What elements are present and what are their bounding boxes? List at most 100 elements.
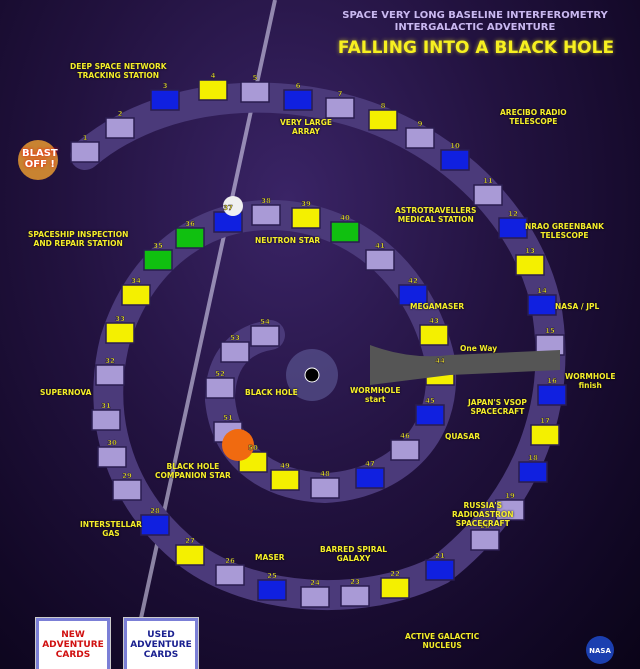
square-number: 44 <box>435 357 445 365</box>
square-number: 19 <box>505 492 515 500</box>
board-square-54[interactable] <box>250 325 280 347</box>
board-square-34[interactable] <box>121 284 151 306</box>
label-neutron-star: NEUTRON STAR <box>255 236 321 245</box>
square-number: 29 <box>122 472 132 480</box>
label-wormhole-finish: WORMHOLE finish <box>565 372 616 390</box>
square-number: 37 <box>223 204 233 212</box>
label-nrao-greenbank: NRAO GREENBANK TELESCOPE <box>525 222 604 240</box>
square-number: 9 <box>418 120 423 128</box>
board-square-28[interactable] <box>140 514 170 536</box>
square-number: 10 <box>450 142 460 150</box>
label-agn: ACTIVE GALACTIC NUCLEUS <box>405 632 480 650</box>
board-square-49[interactable] <box>270 469 300 491</box>
square-number: 18 <box>528 454 538 462</box>
explosion-icon <box>18 140 58 180</box>
square-number: 27 <box>185 537 195 545</box>
board-square-42[interactable] <box>398 284 428 306</box>
board-square-26[interactable] <box>215 564 245 586</box>
board-square-22[interactable] <box>380 577 410 599</box>
board-square-27[interactable] <box>175 544 205 566</box>
board-square-52[interactable] <box>205 377 235 399</box>
board-square-35[interactable] <box>143 249 173 271</box>
board-square-8[interactable] <box>368 109 398 131</box>
label-arecibo: ARECIBO RADIO TELESCOPE <box>500 108 567 126</box>
board-square-39[interactable] <box>291 207 321 229</box>
board-square-21[interactable] <box>425 559 455 581</box>
board-square-2[interactable] <box>105 117 135 139</box>
neutron-star-icon <box>223 196 243 216</box>
new-adventure-cards-button[interactable]: NEW ADVENTURE CARDS <box>35 617 111 669</box>
board-square-23[interactable] <box>340 585 370 607</box>
square-number: 35 <box>153 242 163 250</box>
board-square-36[interactable] <box>175 227 205 249</box>
label-one-way: One Way <box>460 344 498 353</box>
square-number: 26 <box>225 557 235 565</box>
board-square-12[interactable] <box>498 217 528 239</box>
board-square-10[interactable] <box>440 149 470 171</box>
square-number: 54 <box>260 318 270 326</box>
label-spaceship-repair: SPACESHIP INSPECTION AND REPAIR STATION <box>28 230 129 248</box>
board-square-4[interactable] <box>198 79 228 101</box>
used-adventure-cards-button[interactable]: USED ADVENTURE CARDS <box>123 617 199 669</box>
board-square-24[interactable] <box>300 586 330 608</box>
board-square-9[interactable] <box>405 127 435 149</box>
label-companion-star: BLACK HOLE COMPANION STAR <box>155 462 231 480</box>
label-interstellar-gas: INTERSTELLAR GAS <box>80 520 142 538</box>
square-number: 53 <box>230 334 240 342</box>
board-square-19[interactable] <box>495 499 525 521</box>
board-square-1[interactable] <box>70 141 100 163</box>
black-hole-galaxy-icon <box>286 349 338 401</box>
board-square-5[interactable] <box>240 81 270 103</box>
board-square-43[interactable] <box>419 324 449 346</box>
board-square-29[interactable] <box>112 479 142 501</box>
square-number: 47 <box>365 460 375 468</box>
label-barred-spiral: BARRED SPIRAL GALAXY <box>320 545 388 563</box>
square-number: 20 <box>480 522 490 530</box>
square-number: 6 <box>296 82 301 90</box>
square-number: 24 <box>310 579 320 587</box>
board-square-20[interactable] <box>470 529 500 551</box>
square-number: 42 <box>408 277 418 285</box>
square-number: 17 <box>540 417 550 425</box>
board-square-48[interactable] <box>310 477 340 499</box>
board-square-37[interactable] <box>213 211 243 233</box>
board-square-46[interactable] <box>390 439 420 461</box>
label-megamaser: MEGAMASER <box>410 302 465 311</box>
square-number: 30 <box>107 439 117 447</box>
start-label: BLAST OFF ! <box>22 148 58 170</box>
board-square-18[interactable] <box>518 461 548 483</box>
board-square-47[interactable] <box>355 467 385 489</box>
board-square-25[interactable] <box>257 579 287 601</box>
square-number: 50 <box>248 444 258 452</box>
board-square-7[interactable] <box>325 97 355 119</box>
board-square-32[interactable] <box>95 364 125 386</box>
board-square-11[interactable] <box>473 184 503 206</box>
square-number: 49 <box>280 462 290 470</box>
label-quasar: QUASAR <box>445 432 481 441</box>
board-square-31[interactable] <box>91 409 121 431</box>
board-square-30[interactable] <box>97 446 127 468</box>
board-square-6[interactable] <box>283 89 313 111</box>
square-number: 22 <box>390 570 400 578</box>
board-square-33[interactable] <box>105 322 135 344</box>
page-title: FALLING INTO A BLACK HOLE <box>337 38 615 58</box>
board-square-3[interactable] <box>150 89 180 111</box>
square-number: 46 <box>400 432 410 440</box>
square-number: 8 <box>381 102 386 110</box>
board-square-38[interactable] <box>251 204 281 226</box>
square-number: 33 <box>115 315 125 323</box>
board-square-14[interactable] <box>527 294 557 316</box>
square-number: 45 <box>425 397 435 405</box>
board-square-13[interactable] <box>515 254 545 276</box>
board-square-40[interactable] <box>330 221 360 243</box>
board-square-53[interactable] <box>220 341 250 363</box>
square-number: 39 <box>301 200 311 208</box>
square-number: 7 <box>338 90 343 98</box>
board-squares <box>70 79 567 608</box>
board-square-45[interactable] <box>415 404 445 426</box>
board-square-41[interactable] <box>365 249 395 271</box>
board-square-16[interactable] <box>537 384 567 406</box>
square-number: 36 <box>185 220 195 228</box>
board-square-17[interactable] <box>530 424 560 446</box>
label-deep-space-network: DEEP SPACE NETWORK TRACKING STATION <box>70 62 167 80</box>
